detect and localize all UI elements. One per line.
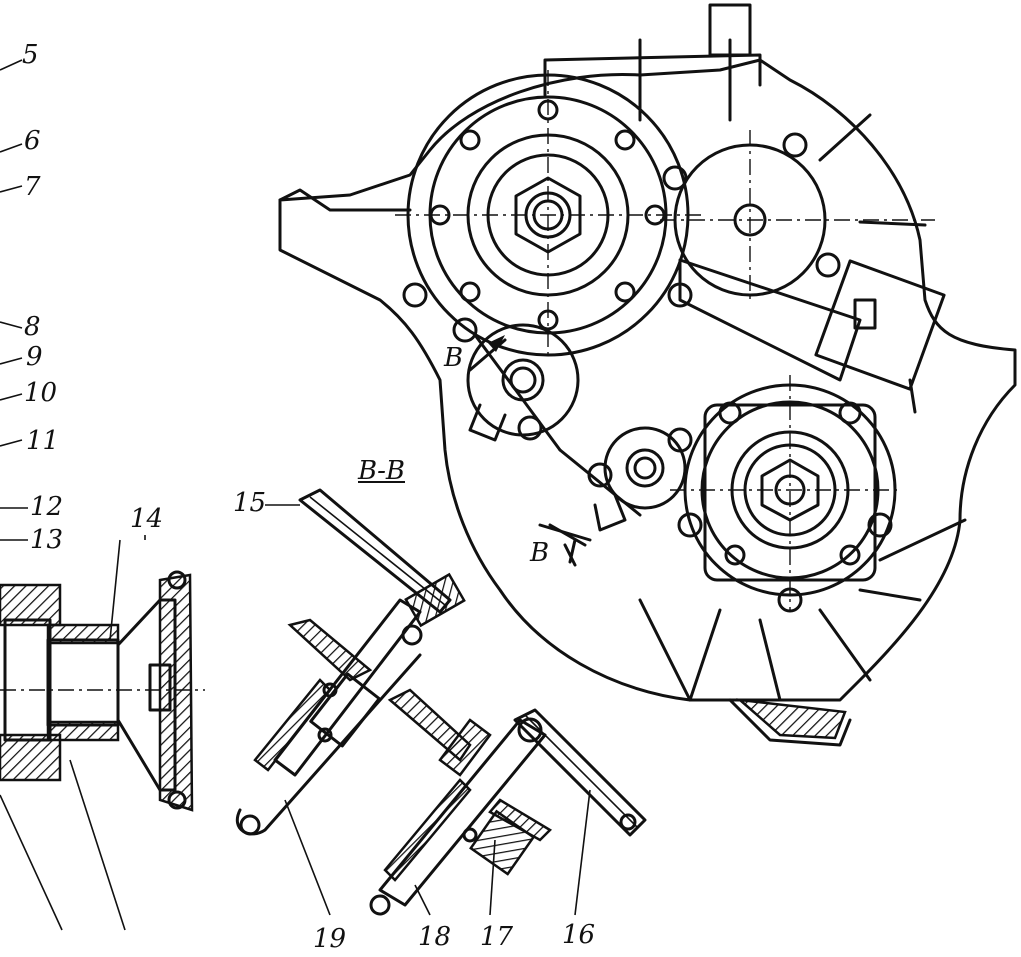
part-label-16: 16 — [562, 920, 596, 950]
large-gear-cover — [395, 70, 705, 360]
part-label-14: 14 — [130, 504, 164, 534]
part-label-12: 12 — [30, 492, 64, 522]
gearbox-housing — [278, 3, 1017, 747]
part-label-18: 18 — [418, 922, 452, 952]
section-mark-bottom: В — [530, 538, 550, 568]
center-small-gears — [466, 323, 693, 567]
section-cut-markers — [468, 335, 587, 564]
part-label-19: 19 — [313, 924, 347, 954]
part-label-15: 15 — [233, 488, 267, 518]
section-mark-top: В — [444, 343, 464, 373]
section-leader-lines — [144, 504, 591, 916]
part-label-10: 10 — [24, 378, 58, 408]
part-label-13: 13 — [30, 525, 64, 555]
part-label-6: 6 — [24, 126, 41, 156]
left-shaft-section — [0, 570, 205, 931]
section-bb-assembly — [236, 488, 647, 916]
part-label-11: 11 — [26, 426, 60, 456]
left-leader-lines — [0, 59, 121, 641]
upper-right-gear — [660, 113, 935, 308]
part-label-5: 5 — [22, 40, 39, 70]
section-title: В-В — [358, 456, 405, 486]
part-label-17: 17 — [480, 922, 514, 952]
side-cylinder — [678, 258, 946, 414]
part-label-8: 8 — [24, 312, 41, 342]
part-label-9: 9 — [26, 342, 43, 372]
output-flange — [670, 375, 900, 613]
part-label-7: 7 — [24, 172, 41, 202]
